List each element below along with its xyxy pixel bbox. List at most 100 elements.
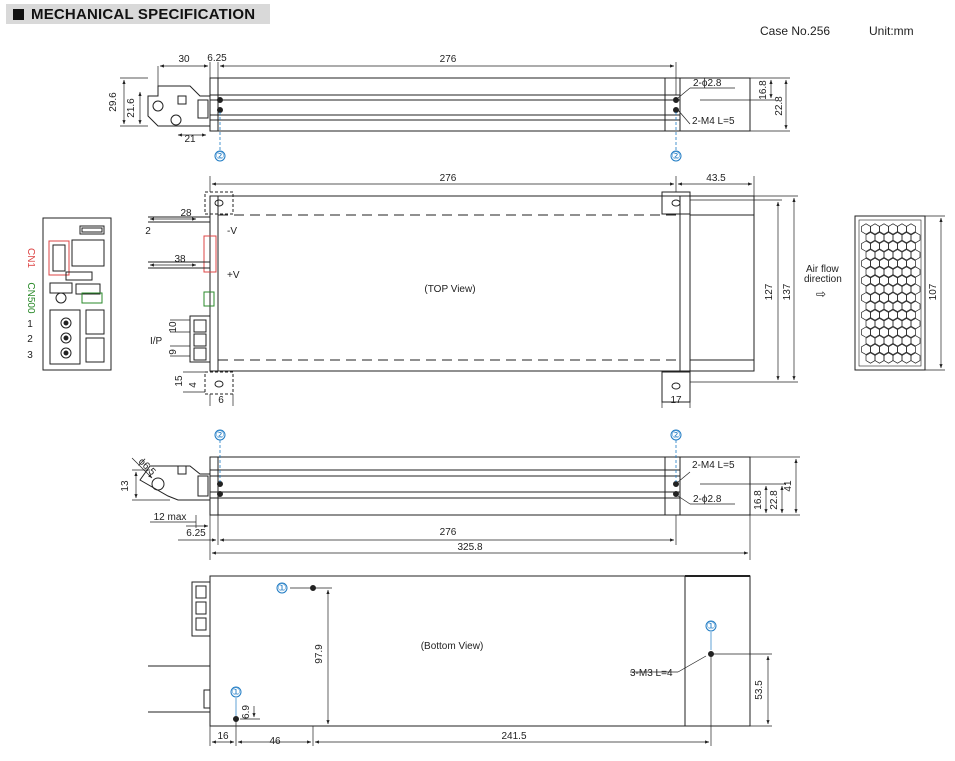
grille-hex — [874, 266, 885, 278]
dim-15: 15 — [174, 375, 185, 387]
connector-panel — [42, 217, 112, 371]
grille-hex — [888, 309, 898, 321]
cn500-label: CN500 — [25, 282, 36, 314]
grille-hex — [910, 231, 921, 244]
grille-hex — [892, 300, 903, 313]
grille-hex — [861, 274, 871, 287]
dim-16-8-b: 16.8 — [753, 490, 764, 510]
grille-hex — [865, 335, 876, 347]
grille-hex — [874, 335, 885, 347]
grille-hex — [870, 257, 880, 270]
dim-53-5: 53.5 — [754, 680, 765, 700]
dim-21: 21 — [184, 134, 196, 145]
grille-hex — [897, 240, 907, 252]
top-view-text: 276 43.5 28 2 38 -V +V I/P 10 9 15 4 6 1… — [145, 173, 793, 406]
dim-28: 28 — [180, 208, 192, 219]
grille-hex — [888, 223, 898, 235]
grille-hex — [901, 317, 912, 330]
dim-107: 107 — [928, 283, 939, 300]
grille-hex — [861, 343, 871, 356]
grille-hex — [892, 352, 903, 364]
pin-3: 3 — [27, 350, 33, 361]
marker-2-left: ② — [216, 151, 225, 162]
grille-hex — [865, 283, 876, 295]
grille-hex — [897, 223, 907, 235]
dim-276: 276 — [440, 173, 457, 184]
grille-hex — [870, 292, 880, 304]
dim-21-6: 21.6 — [126, 98, 137, 118]
grille-hex — [892, 266, 903, 278]
grille-hex — [879, 326, 889, 338]
grille-hex — [874, 317, 885, 330]
grille-hex — [901, 266, 912, 278]
grille-hex — [879, 309, 889, 321]
callout-hole-b: 2-ϕ2.8 — [693, 494, 722, 505]
grille-hex — [888, 292, 898, 304]
dim-17: 17 — [670, 395, 682, 406]
ip-label: I/P — [150, 336, 163, 347]
grille-hex — [883, 266, 894, 278]
grille-hex — [897, 326, 907, 338]
grille-hex — [901, 300, 912, 313]
grille-hex — [910, 249, 921, 261]
top-view — [148, 176, 798, 408]
grille-hex — [910, 335, 921, 347]
dim-276-b: 276 — [440, 527, 457, 538]
marker-1-a: ① — [278, 583, 287, 594]
bracket-hole — [152, 100, 164, 112]
dim-16-8: 16.8 — [758, 80, 769, 100]
grille-hex — [901, 283, 912, 295]
grille-hex — [874, 283, 885, 295]
dim-30: 30 — [178, 54, 190, 65]
grille-hex — [906, 223, 916, 235]
grille-hex — [910, 352, 921, 364]
side-view-top — [120, 62, 790, 162]
grille-hex — [892, 317, 903, 330]
airflow-text-2: direction — [804, 274, 842, 285]
connector-panel-text: CN1 CN500 1 2 3 — [25, 248, 36, 361]
grille-hex — [874, 300, 885, 313]
grille-hex — [861, 326, 871, 338]
dim-22-8: 22.8 — [774, 96, 785, 116]
grille-hex — [865, 231, 876, 244]
callout-m3: 3-M3 L=4 — [630, 668, 673, 679]
grille-hex — [897, 274, 907, 287]
grille-hex — [865, 317, 876, 330]
marker-1-c: ① — [232, 687, 241, 698]
unit-label: Unit:mm — [869, 24, 914, 38]
side-body-outline — [209, 77, 751, 132]
grille-hex — [883, 352, 894, 364]
grille-hex — [874, 249, 885, 261]
dim-97-9: 97.9 — [314, 644, 325, 664]
grille-hex — [906, 309, 916, 321]
callout-screw-b: 2-M4 L=5 — [692, 460, 735, 471]
grille-hex — [906, 343, 916, 356]
grille-hex — [879, 292, 889, 304]
grille-hex — [861, 257, 871, 270]
section-header: MECHANICAL SPECIFICATION — [6, 4, 270, 24]
grille-hex — [883, 231, 894, 244]
grille-hex — [870, 223, 880, 235]
grille-hex — [861, 223, 871, 235]
grille-hex — [883, 335, 894, 347]
grille-hex — [892, 283, 903, 295]
grille-hex — [879, 223, 889, 235]
grille-hex — [910, 283, 921, 295]
grille-hex — [870, 240, 880, 252]
grille-hex — [870, 274, 880, 287]
dim-9: 9 — [168, 349, 179, 355]
grille-hex — [883, 249, 894, 261]
dim-241-5: 241.5 — [501, 731, 526, 742]
cn1-label: CN1 — [25, 248, 36, 268]
dim-38: 38 — [174, 254, 186, 265]
grille-hex — [883, 317, 894, 330]
grille-hex — [888, 240, 898, 252]
grille-hex — [870, 326, 880, 338]
side-view-top-text: 30 6.25 276 29.6 21.6 21 16.8 22.8 2-ϕ2.… — [108, 53, 785, 162]
dim-6-25: 6.25 — [207, 53, 227, 64]
marker-2-right-b: ② — [672, 430, 681, 441]
dim-2: 2 — [145, 226, 151, 237]
case-number: Case No.256 — [760, 24, 831, 38]
bottom-view-title: (Bottom View) — [421, 641, 484, 652]
